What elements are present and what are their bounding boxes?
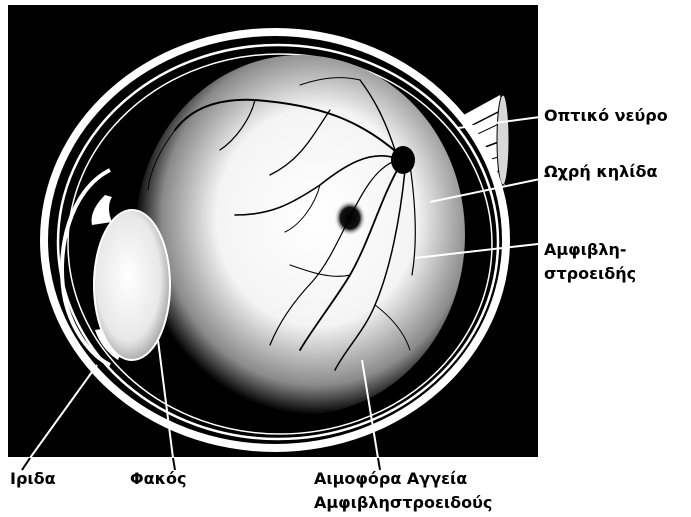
label-lens: Φακός <box>130 469 186 489</box>
label-iris: Ιριδα <box>10 469 56 489</box>
label-sclera: Ωχρή κηλίδα <box>544 162 657 182</box>
label-retina-line1: Αμφιβλη- <box>544 240 627 260</box>
lens <box>94 210 170 360</box>
label-vessels-line2: Αμφιβληστροειδούς <box>314 493 492 513</box>
label-retina-line2: στροειδής <box>544 264 636 284</box>
label-optic-nerve: Οπτικό νεύρο <box>544 106 668 126</box>
label-vessels-line1: Αιμοφόρα Αγγεία <box>314 469 467 489</box>
